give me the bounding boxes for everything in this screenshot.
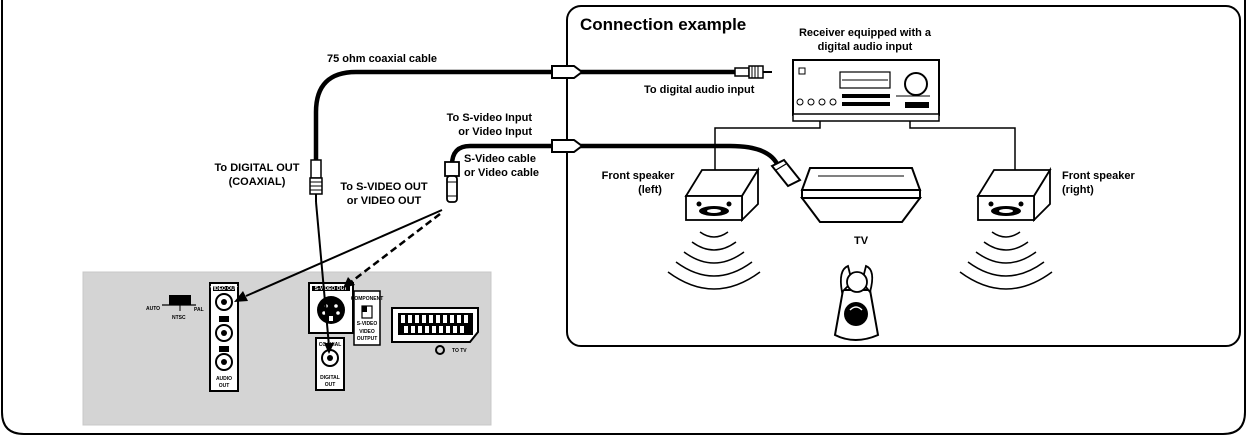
svideo-out-arrow xyxy=(343,213,441,288)
connection-example-box xyxy=(566,5,1241,347)
front-speaker-left-label-line1: Front speaker xyxy=(602,170,675,182)
receiver-label-line1: Receiver equipped with a xyxy=(799,27,932,39)
auto-label: AUTO xyxy=(146,306,160,312)
front-speaker-right-label-line2: (right) xyxy=(1062,184,1094,196)
volume-knob-icon xyxy=(904,72,928,96)
svideo-label: S-VIDEO xyxy=(357,321,378,327)
sound-waves-left xyxy=(667,231,761,290)
digital-out-label-line2: (COAXIAL) xyxy=(229,176,286,188)
svideo-input-label-line2: or Video Input xyxy=(458,126,532,138)
video-out-arrow xyxy=(234,209,443,302)
tv xyxy=(800,167,922,223)
to-tv-label: TO TV xyxy=(452,348,467,354)
listener-icon xyxy=(833,264,880,341)
receiver-label-line2: digital audio input xyxy=(818,41,913,53)
digital-out-port-label-line1: DIGITAL xyxy=(320,375,340,381)
digital-out-arrow xyxy=(315,201,334,354)
audio-out-label-line2: OUT xyxy=(219,383,230,389)
video-audio-jack-column xyxy=(209,282,239,392)
front-speaker-left-label-line2: (left) xyxy=(638,184,662,196)
digital-out-label-line1: To DIGITAL OUT xyxy=(215,162,300,174)
pal-label: PAL xyxy=(194,307,204,313)
front-speaker-right xyxy=(976,166,1052,223)
video-out-label: VIDEO OUT xyxy=(210,286,238,292)
audio-out-label-line1: AUDIO xyxy=(216,376,232,382)
dvd-rear-panel xyxy=(82,271,492,426)
front-speaker-right-label-line1: Front speaker xyxy=(1062,170,1135,182)
receiver xyxy=(792,59,940,122)
digital-audio-input-label: To digital audio input xyxy=(644,84,755,96)
svideo-cable-label-line1: S-Video cable xyxy=(464,153,536,165)
sound-waves-right xyxy=(959,231,1053,290)
scart-connector xyxy=(391,307,479,355)
svideo-out-label-line2: or VIDEO OUT xyxy=(347,195,422,207)
tv-system-switch xyxy=(162,295,196,311)
svideo-out-jack xyxy=(308,282,354,334)
speaker-wires xyxy=(714,121,1016,170)
coaxial-cable-label: 75 ohm coaxial cable xyxy=(327,53,437,65)
video-output-label-line2: OUTPUT xyxy=(357,336,378,342)
video-output-label-line1: VIDEO xyxy=(359,329,375,335)
svideo-cable-label-line2: or Video cable xyxy=(464,167,539,179)
tv-label: TV xyxy=(854,235,869,247)
front-speaker-left xyxy=(684,166,760,223)
coaxial-cable xyxy=(309,65,772,202)
svideo-input-label-line1: To S-video Input xyxy=(447,112,533,124)
svideo-out-port-label: S-VIDEO OUT xyxy=(315,286,348,292)
svideo-cable xyxy=(444,139,802,203)
video-output-selector xyxy=(353,290,381,346)
connection-title: Connection example xyxy=(580,15,746,34)
component-label: COMPONENT xyxy=(351,296,384,302)
digital-out-port-label-line2: OUT xyxy=(325,382,336,388)
ntsc-label: NTSC xyxy=(172,315,186,321)
svideo-out-label-line1: To S-VIDEO OUT xyxy=(340,181,427,193)
